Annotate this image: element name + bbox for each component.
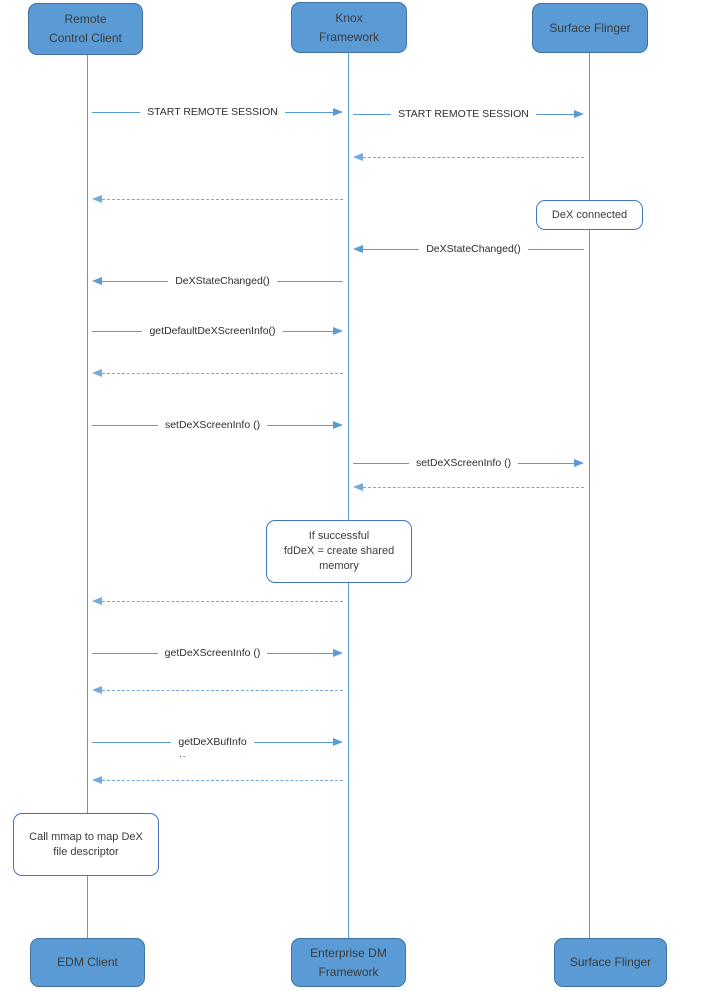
msg-start-remote-session-2: START REMOTE SESSION — [353, 106, 585, 122]
message-line — [363, 156, 584, 158]
lifeline-remote-control-client — [87, 55, 88, 938]
message-line — [267, 652, 333, 654]
message-label: DeXStateChanged() — [426, 243, 521, 255]
actor-label: Framework — [318, 964, 379, 979]
message-label: START REMOTE SESSION — [147, 106, 278, 118]
msg-start-remote-session-1: START REMOTE SESSION — [92, 104, 344, 120]
arrowhead-left-icon — [92, 686, 102, 694]
note-label: file descriptor — [53, 845, 119, 858]
arrowhead-right-icon — [574, 110, 585, 118]
actor-label: Surface Flinger — [569, 955, 652, 970]
msg-return-sf-to-knox-1 — [353, 149, 584, 165]
note-label: Call mmap to map DeX — [29, 830, 143, 843]
arrowhead-right-icon — [333, 108, 344, 116]
arrowhead-left-icon — [92, 369, 102, 377]
actor-label: Surface Flinger — [549, 20, 631, 35]
message-line — [102, 600, 343, 602]
note-label: memory — [319, 559, 359, 572]
message-label: setDeXScreenInfo () — [415, 457, 512, 469]
arrowhead-right-icon — [333, 649, 343, 657]
msg-setdexscreeninfo-2: setDeXScreenInfo () — [353, 455, 585, 471]
msg-return-knox-to-client-2 — [92, 365, 343, 381]
msg-getdefaultdexscreeninfo: getDefaultDeXScreenInfo() — [92, 323, 344, 339]
arrowhead-left-icon — [353, 153, 363, 161]
actor-label: Framework — [318, 29, 379, 44]
note-call-mmap: Call mmap to map DeX file descriptor — [13, 813, 159, 876]
arrowhead-left-icon — [92, 597, 102, 605]
msg-getdexscreeninfo: getDeXScreenInfo () — [92, 645, 343, 661]
message-line — [353, 462, 409, 464]
actor-box-enterprise-dm-framework: Enterprise DM Framework — [291, 938, 406, 987]
msg-return-sf-to-knox-2 — [353, 479, 584, 495]
msg-return-knox-to-client-1 — [92, 191, 343, 207]
message-label: getDefaultDeXScreenInfo() — [149, 325, 276, 337]
message-line — [92, 652, 158, 654]
arrowhead-left-icon — [353, 483, 363, 491]
actor-label: Enterprise DM — [310, 945, 387, 960]
message-line — [92, 330, 143, 332]
message-line — [363, 248, 420, 250]
message-line — [92, 424, 158, 426]
lifeline-knox-framework — [348, 53, 349, 938]
arrowhead-right-icon — [333, 421, 344, 429]
arrowhead-right-icon — [333, 327, 344, 335]
actor-box-surface-flinger-top: Surface Flinger — [532, 3, 648, 53]
msg-return-knox-to-client-3 — [92, 593, 343, 609]
message-line — [535, 113, 575, 115]
message-line — [353, 113, 392, 115]
message-label: DeXStateChanged() — [175, 275, 270, 287]
actor-box-edm-client: EDM Client — [30, 938, 145, 987]
arrowhead-right-icon — [333, 738, 344, 746]
message-label: getDeXScreenInfo () — [164, 647, 261, 659]
message-line — [276, 280, 343, 282]
arrowhead-left-icon — [353, 245, 363, 253]
actor-label: Remote — [64, 12, 107, 27]
note-label: DeX connected — [551, 208, 628, 221]
actor-label: Control Client — [49, 31, 122, 45]
msg-return-knox-to-client-4 — [92, 682, 343, 698]
lifeline-surface-flinger — [589, 53, 590, 938]
message-line — [102, 372, 343, 374]
arrowhead-left-icon — [92, 195, 102, 203]
note-dex-connected: DeX connected — [536, 200, 643, 230]
message-line — [253, 741, 334, 743]
msg-dexstatechanged-1: DeXStateChanged() — [353, 241, 584, 257]
message-line — [92, 741, 172, 743]
message-label: START REMOTE SESSION — [398, 108, 529, 120]
actor-label: EDM Client — [57, 955, 118, 970]
actor-box-surface-flinger-bottom: Surface Flinger — [554, 938, 667, 987]
msg-dexstatechanged-2: DeXStateChanged() — [92, 273, 343, 289]
msg-getdexbufinfo: getDeXBufInfo.. — [92, 734, 344, 759]
message-line — [102, 689, 343, 691]
msg-setdexscreeninfo-1: setDeXScreenInfo () — [92, 417, 344, 433]
message-line — [363, 486, 584, 488]
note-label: If successful — [308, 530, 370, 543]
message-line — [102, 198, 343, 200]
arrowhead-left-icon — [92, 277, 102, 285]
message-line — [282, 330, 334, 332]
message-label: setDeXScreenInfo () — [164, 419, 261, 431]
message-line — [102, 779, 343, 781]
arrowhead-right-icon — [574, 459, 585, 467]
message-line — [284, 111, 334, 113]
message-line — [527, 248, 584, 250]
message-line — [92, 111, 141, 113]
message-line — [518, 462, 575, 464]
message-line — [267, 424, 334, 426]
note-label: fdDeX = create shared — [283, 545, 395, 558]
msg-return-knox-to-client-5 — [92, 772, 343, 788]
arrowhead-left-icon — [92, 776, 102, 784]
actor-label: Knox — [335, 10, 363, 25]
message-label: getDeXBufInfo.. — [171, 734, 253, 759]
message-sublabel: .. — [179, 749, 187, 759]
message-line — [102, 280, 169, 282]
